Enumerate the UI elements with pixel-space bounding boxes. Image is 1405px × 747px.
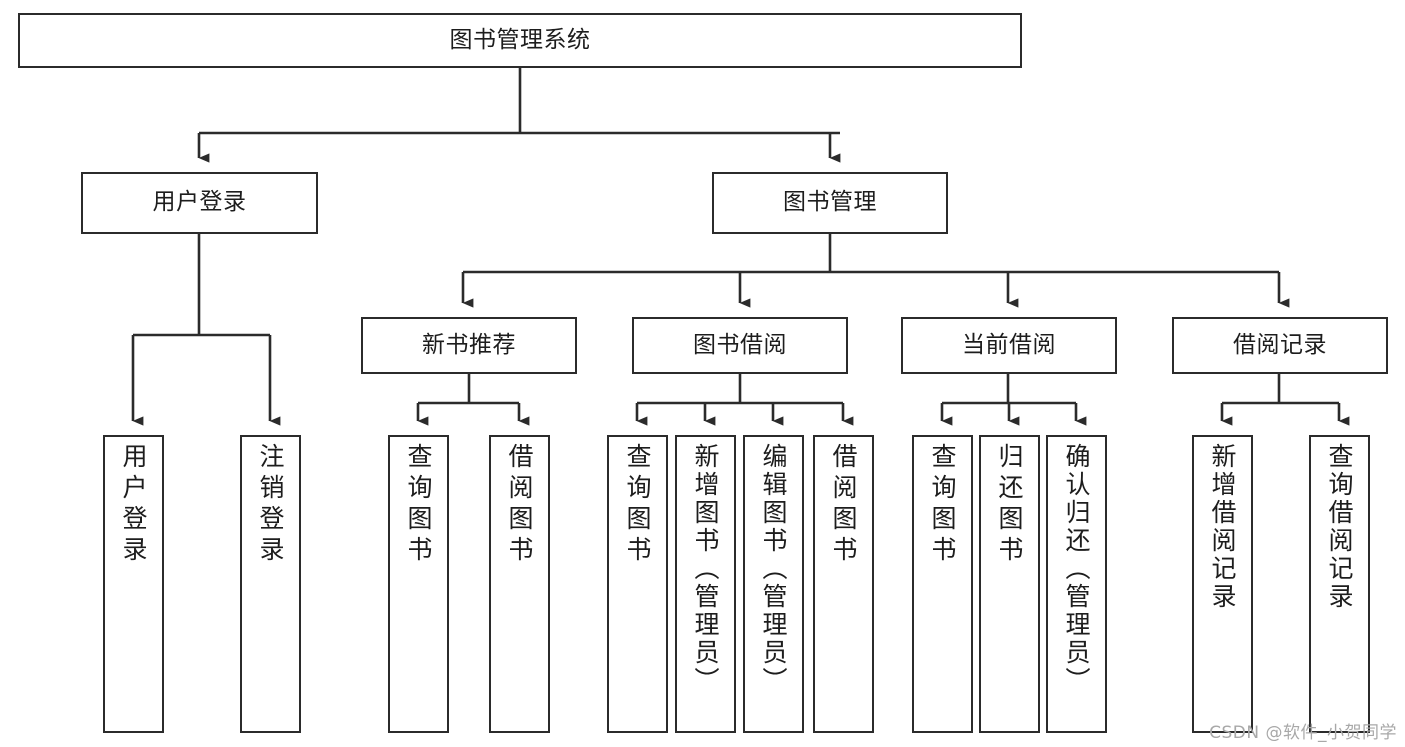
leaf-user-logout[interactable]: 注销登录	[240, 435, 301, 733]
node-book-borrow[interactable]: 图书借阅	[632, 317, 848, 374]
node-label: 借阅图书	[505, 443, 534, 567]
node-label: 查询图书	[623, 443, 652, 567]
leaf-add-borrow-record[interactable]: 新增借阅记录	[1192, 435, 1253, 733]
node-book-management[interactable]: 图书管理	[712, 172, 948, 234]
node-label: 借阅图书	[829, 443, 858, 567]
node-label: 确认归还（管理员）	[1062, 443, 1091, 695]
node-label: 新增图书（管理员）	[691, 443, 720, 695]
node-label: 查询图书	[928, 443, 957, 567]
node-label: 新书推荐	[422, 331, 516, 358]
node-current-borrow[interactable]: 当前借阅	[901, 317, 1117, 374]
leaf-query-book-borrow[interactable]: 查询图书	[607, 435, 668, 733]
leaf-query-book-recommend[interactable]: 查询图书	[388, 435, 449, 733]
leaf-add-book-admin[interactable]: 新增图书（管理员）	[675, 435, 736, 733]
leaf-borrow-book-recommend[interactable]: 借阅图书	[489, 435, 550, 733]
node-label: 图书借阅	[693, 331, 787, 358]
node-label: 查询借阅记录	[1325, 443, 1354, 611]
leaf-query-borrow-record[interactable]: 查询借阅记录	[1309, 435, 1370, 733]
leaf-borrow-book[interactable]: 借阅图书	[813, 435, 874, 733]
node-label: 图书管理	[783, 189, 877, 216]
node-label: 当前借阅	[962, 331, 1056, 358]
node-label: 图书管理系统	[449, 26, 591, 53]
node-label: 注销登录	[256, 443, 285, 567]
node-root-book-management-system[interactable]: 图书管理系统	[18, 13, 1022, 68]
node-label: 归还图书	[995, 443, 1024, 567]
node-user-login[interactable]: 用户登录	[81, 172, 318, 234]
csdn-watermark: CSDN @软件_小贺同学	[1209, 723, 1397, 743]
leaf-confirm-return-admin[interactable]: 确认归还（管理员）	[1046, 435, 1107, 733]
node-label: 借阅记录	[1233, 331, 1327, 358]
node-borrow-record[interactable]: 借阅记录	[1172, 317, 1388, 374]
leaf-return-book[interactable]: 归还图书	[979, 435, 1040, 733]
leaf-edit-book-admin[interactable]: 编辑图书（管理员）	[743, 435, 804, 733]
node-label: 用户登录	[152, 189, 247, 216]
node-label: 用户登录	[119, 443, 148, 567]
node-label: 新增借阅记录	[1208, 443, 1237, 611]
node-label: 编辑图书（管理员）	[759, 443, 788, 695]
node-label: 查询图书	[404, 443, 433, 567]
leaf-user-login[interactable]: 用户登录	[103, 435, 164, 733]
node-new-book-recommend[interactable]: 新书推荐	[361, 317, 577, 374]
leaf-query-book-current[interactable]: 查询图书	[912, 435, 973, 733]
